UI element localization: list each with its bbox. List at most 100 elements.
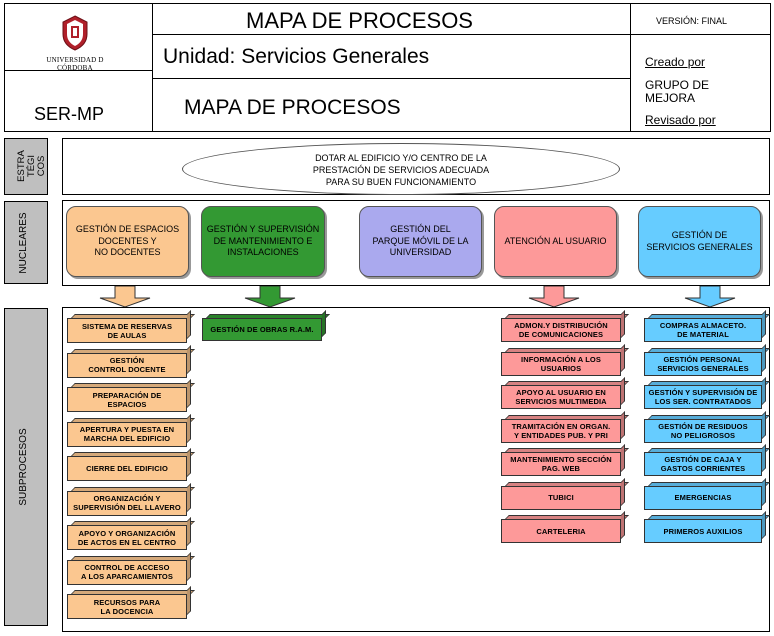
subprocess-line: GESTIÓN DE OBRAS R.A.M. bbox=[210, 325, 314, 334]
box-side-face bbox=[762, 343, 766, 372]
box-side-face bbox=[187, 379, 191, 408]
box-side-face bbox=[762, 511, 766, 539]
subprocess-line: APOYO AL USUARIO EN bbox=[516, 388, 606, 397]
subprocess-line: A LOS APARCAMIENTOS bbox=[81, 572, 173, 581]
subprocess-line: CONTROL DOCENTE bbox=[88, 365, 166, 374]
subprocess-line: EMERGENCIAS bbox=[674, 493, 732, 502]
university-logo: UNIVERSIDAD D CÓRDOBA bbox=[30, 14, 120, 72]
subprocess-box: PRIMEROS AUXILIOS bbox=[644, 511, 770, 543]
box-side-face bbox=[621, 310, 625, 338]
strategic-tab bbox=[4, 138, 48, 195]
subprocess-box: CIERRE DEL EDIFICIO bbox=[67, 448, 195, 481]
subprocess-line: NO PELIGROSOS bbox=[670, 430, 736, 440]
subprocess-box: GESTIÓN DE OBRAS R.A.M. bbox=[202, 310, 330, 341]
strategic-objective: DOTAR AL EDIFICIO Y/O CENTRO DE LA PREST… bbox=[182, 143, 620, 195]
box-side-face bbox=[762, 410, 766, 439]
box-side-face bbox=[187, 586, 191, 615]
box-side-face bbox=[187, 448, 191, 477]
subprocess-box: TRAMITACIÓN EN ORGAN.Y ENTIDADES PUB. Y … bbox=[501, 410, 629, 443]
unit-title: Unidad: Servicios Generales bbox=[163, 45, 430, 68]
subprocess-line: SERVICIOS MULTIMEDIA bbox=[515, 397, 607, 406]
box-side-face bbox=[187, 344, 191, 374]
subprocess-line: LA DOCENCIA bbox=[100, 606, 154, 616]
subprocess-line: GESTIÓN DE RESIDUOS bbox=[658, 421, 748, 431]
box-side-face bbox=[322, 310, 326, 337]
subprocess-label: GESTIÓN DE OBRAS R.A.M. bbox=[202, 318, 322, 341]
box-side-face bbox=[187, 551, 191, 581]
subprocess-line: ESPACIOS bbox=[107, 399, 147, 409]
nuclear-tab bbox=[4, 201, 48, 284]
subprocess-line: TRAMITACIÓN EN ORGAN. bbox=[511, 421, 611, 431]
subprocess-line: DE AULAS bbox=[107, 330, 147, 340]
created-by-value-1: GRUPO DE bbox=[645, 78, 710, 92]
main-title: MAPA DE PROCESOS bbox=[246, 8, 473, 33]
subprocess-line: APOYO Y ORGANIZACIÓN bbox=[78, 528, 176, 538]
subprocess-line: CARTELERIA bbox=[536, 526, 586, 536]
version-label: VERSIÓN: FINAL bbox=[656, 16, 728, 26]
subprocess-line: TUBICI bbox=[548, 493, 574, 502]
box-side-face bbox=[621, 444, 625, 472]
created-by-label: Creado por bbox=[645, 55, 706, 69]
box-side-face bbox=[621, 343, 625, 372]
subprocess-label: CIERRE DEL EDIFICIO bbox=[67, 456, 187, 481]
subprocess-line: SERVICIOS GENERALES bbox=[657, 363, 749, 373]
subprocess-tab bbox=[4, 308, 48, 626]
created-by-value-2: MEJORA bbox=[645, 91, 696, 105]
subprocess-box: TUBICI bbox=[501, 477, 629, 510]
down-arrow-icon bbox=[244, 286, 296, 308]
subprocess-label: EMERGENCIAS bbox=[644, 485, 762, 510]
subprocess-line: COMPRAS ALMACETO. bbox=[659, 321, 747, 330]
subprocess-line: SUPERVISIÓN DEL LLAVERO bbox=[73, 503, 181, 512]
subprocess-line: GESTIÓN PERSONAL bbox=[663, 354, 743, 364]
subprocess-line: GESTIÓN DE CAJA Y bbox=[664, 455, 742, 464]
subprocess-line: Y ENTIDADES PUB. Y PRI bbox=[514, 430, 608, 440]
logo-caption: UNIVERSIDAD D CÓRDOBA bbox=[46, 56, 104, 72]
subprocess-box: COMPRAS ALMACETO.DE MATERIAL bbox=[644, 310, 770, 342]
subprocess-line: DE MATERIAL bbox=[677, 330, 729, 339]
subprocess-line: ORGANIZACIÓN Y bbox=[93, 494, 161, 503]
subprocess-label: CARTELERIA bbox=[501, 519, 621, 543]
box-side-face bbox=[187, 413, 191, 443]
subprocess-line: DE COMUNICACIONES bbox=[518, 330, 604, 339]
subprocess-line: GASTOS CORRIENTES bbox=[660, 464, 746, 473]
document-code: SER-MP bbox=[34, 104, 105, 124]
subprocess-line: USUARIOS bbox=[540, 363, 582, 373]
nuclear-atencion-usuario: ATENCIÓN AL USUARIO bbox=[494, 206, 617, 277]
down-arrow-icon bbox=[528, 286, 580, 308]
down-arrow-icon bbox=[99, 286, 151, 308]
subprocess-label: TUBICI bbox=[501, 485, 621, 510]
subprocess-line: INFORMACIÓN A LOS bbox=[521, 354, 601, 364]
subtitle: MAPA DE PROCESOS bbox=[184, 96, 401, 119]
subprocess-label: PRIMEROS AUXILIOS bbox=[644, 519, 762, 543]
university-crest-icon bbox=[62, 15, 88, 51]
nuclear-label: NUCLEARES bbox=[18, 212, 29, 274]
